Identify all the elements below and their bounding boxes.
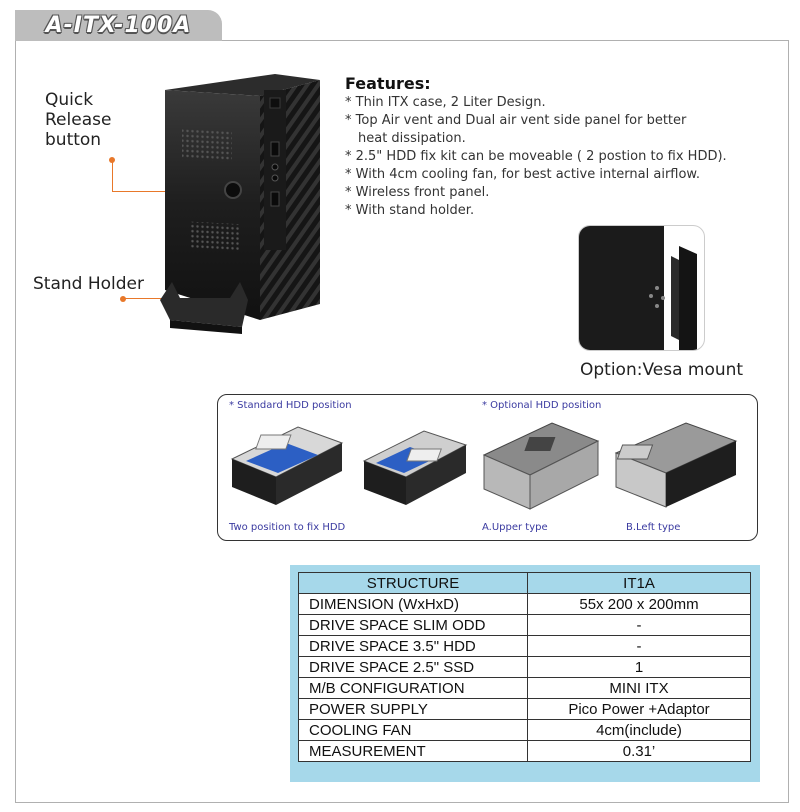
table-row: POWER SUPPLY Pico Power +Adaptor bbox=[298, 698, 751, 720]
left-type-label: B.Left type bbox=[626, 522, 681, 533]
optional-hdd-label: * Optional HDD position bbox=[482, 400, 602, 411]
two-position-label: Two position to fix HDD bbox=[229, 522, 346, 533]
spec-key: DIMENSION (WxHxD) bbox=[298, 593, 528, 615]
standard-hdd-label: * Standard HDD position bbox=[229, 400, 352, 411]
vesa-mount-image bbox=[578, 225, 705, 351]
feature-item: * 2.5" HDD fix kit can be moveable ( 2 p… bbox=[345, 149, 727, 164]
callout-line-2: Release bbox=[45, 110, 112, 130]
spec-value: - bbox=[527, 635, 751, 657]
quick-release-leader-v bbox=[112, 160, 113, 192]
spec-header-model: IT1A bbox=[527, 572, 751, 594]
case-product-image bbox=[160, 74, 320, 334]
table-row: COOLING FAN 4cm(include) bbox=[298, 719, 751, 741]
spec-key: DRIVE SPACE SLIM ODD bbox=[298, 614, 528, 636]
stand-holder-dot bbox=[120, 296, 126, 302]
callout-line-1: Quick bbox=[45, 90, 94, 110]
spec-key: POWER SUPPLY bbox=[298, 698, 528, 720]
spec-key: MEASUREMENT bbox=[298, 740, 528, 762]
spec-key: DRIVE SPACE 3.5" HDD bbox=[298, 635, 528, 657]
standard-hdd-image-2 bbox=[362, 430, 468, 505]
table-row: DRIVE SPACE 3.5" HDD - bbox=[298, 635, 751, 657]
model-title-tab: A-ITX-100A bbox=[15, 10, 222, 41]
table-row: DRIVE SPACE 2.5" SSD 1 bbox=[298, 656, 751, 678]
spec-value: 1 bbox=[527, 656, 751, 678]
spec-value: 0.31’ bbox=[527, 740, 751, 762]
features-section: Features: * Thin ITX case, 2 Liter Desig… bbox=[345, 74, 785, 220]
left-type-hdd-image bbox=[614, 422, 738, 508]
stand-holder-callout: Stand Holder bbox=[33, 274, 144, 294]
feature-item: * With 4cm cooling fan, for best active … bbox=[345, 167, 700, 182]
table-row: MEASUREMENT 0.31’ bbox=[298, 740, 751, 762]
vesa-caption: Option:Vesa mount bbox=[580, 360, 744, 380]
feature-item: * With stand holder. bbox=[345, 203, 475, 218]
upper-type-label: A.Upper type bbox=[482, 522, 548, 533]
feature-item: * Wireless front panel. bbox=[345, 185, 490, 200]
feature-item: * Top Air vent and Dual air vent side pa… bbox=[345, 113, 687, 128]
features-title: Features: bbox=[345, 74, 431, 93]
stand-holder-leader bbox=[123, 298, 188, 299]
spec-key: M/B CONFIGURATION bbox=[298, 677, 528, 699]
spec-key: DRIVE SPACE 2.5" SSD bbox=[298, 656, 528, 678]
table-row: DRIVE SPACE SLIM ODD - bbox=[298, 614, 751, 636]
callout-line-3: button bbox=[45, 130, 102, 150]
spec-table: STRUCTURE IT1A DIMENSION (WxHxD) 55x 200… bbox=[298, 572, 751, 762]
spec-value: MINI ITX bbox=[527, 677, 751, 699]
upper-type-hdd-image bbox=[482, 422, 600, 510]
spec-value: Pico Power +Adaptor bbox=[527, 698, 751, 720]
spec-value: 4cm(include) bbox=[527, 719, 751, 741]
spec-key: COOLING FAN bbox=[298, 719, 528, 741]
table-row: M/B CONFIGURATION MINI ITX bbox=[298, 677, 751, 699]
hdd-position-panel: * Standard HDD position * Optional HDD p… bbox=[217, 394, 758, 541]
feature-item: * Thin ITX case, 2 Liter Design. bbox=[345, 95, 546, 110]
standard-hdd-image-1 bbox=[230, 426, 344, 505]
content-frame bbox=[15, 40, 789, 803]
quick-release-callout: Quick Release button bbox=[45, 90, 111, 150]
spec-header-row: STRUCTURE IT1A bbox=[298, 572, 751, 594]
spec-value: - bbox=[527, 614, 751, 636]
table-row: DIMENSION (WxHxD) 55x 200 x 200mm bbox=[298, 593, 751, 615]
model-title: A-ITX-100A bbox=[45, 13, 192, 38]
feature-item-continuation: heat dissipation. bbox=[358, 131, 466, 146]
spec-header-structure: STRUCTURE bbox=[298, 572, 528, 594]
spec-value: 55x 200 x 200mm bbox=[527, 593, 751, 615]
